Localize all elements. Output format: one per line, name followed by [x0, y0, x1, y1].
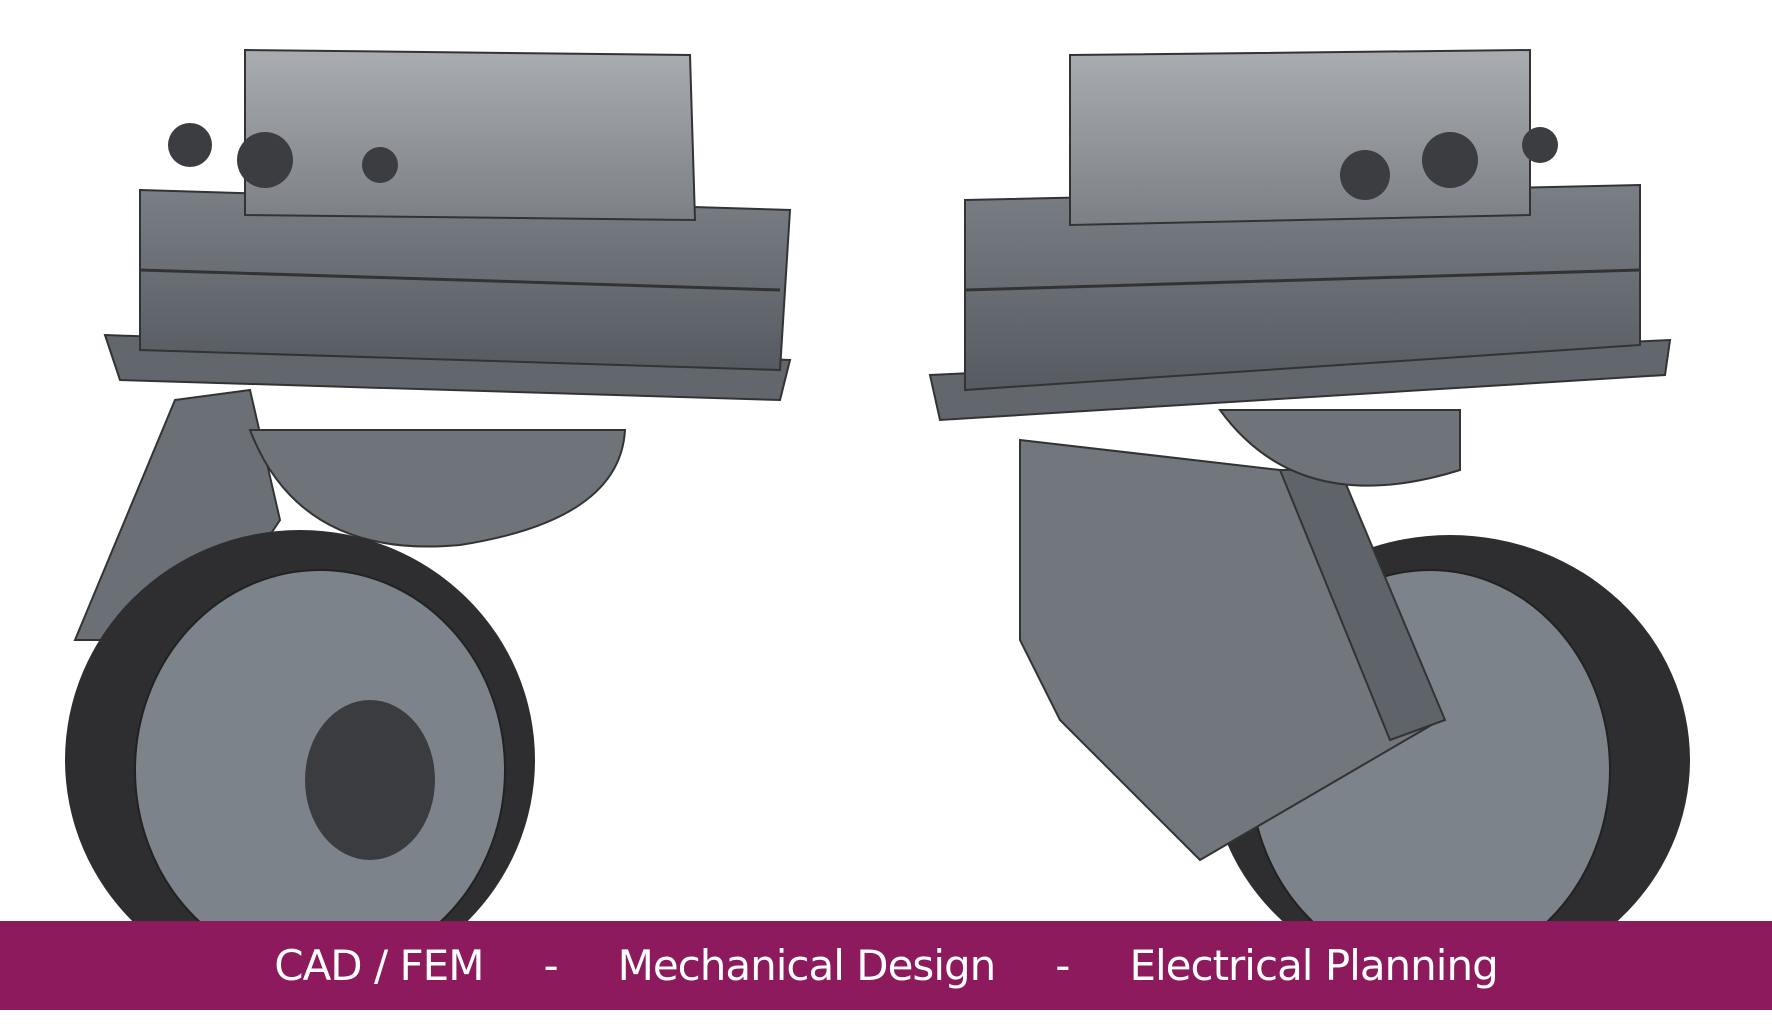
banner-separator: - [1055, 941, 1070, 990]
banner-item-cad-fem: CAD / FEM [274, 941, 484, 990]
banner-item-mechanical-design: Mechanical Design [617, 941, 997, 990]
left-drive-unit [65, 48, 792, 921]
right-drive-unit [928, 48, 1690, 921]
banner-separator: - [543, 941, 558, 990]
capabilities-banner: CAD / FEM - Mechanical Design - Electric… [0, 921, 1772, 1010]
banner-item-electrical-planning: Electrical Planning [1129, 941, 1498, 990]
cad-render-wheel-drive-units [65, 48, 1690, 921]
